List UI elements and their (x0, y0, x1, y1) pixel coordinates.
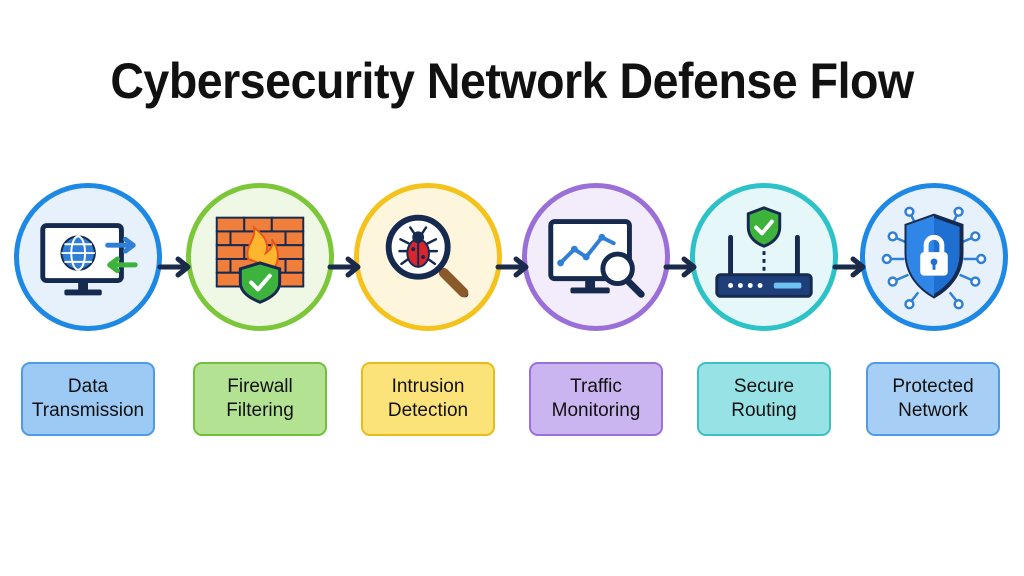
network-lock-shield-icon (881, 206, 987, 310)
step-label-secure-routing: Secure Routing (697, 362, 831, 436)
step-circle-protected-network (860, 183, 1008, 331)
flow-arrow-4 (663, 256, 697, 278)
flow-arrow-1 (157, 256, 191, 278)
router-shield-icon (715, 206, 813, 298)
bug-magnifier-icon (385, 214, 469, 298)
step-circle-intrusion-detection (354, 183, 502, 331)
step-circle-secure-routing (690, 183, 838, 331)
step-label-traffic-monitoring: Traffic Monitoring (529, 362, 663, 436)
step-label-intrusion-detection: Intrusion Detection (361, 362, 495, 436)
step-label-data-transmission: Data Transmission (21, 362, 155, 436)
flow-arrow-2 (327, 256, 361, 278)
flow-arrow-5 (832, 256, 866, 278)
monitor-globe-transfer-icon (40, 223, 138, 296)
step-circle-data-transmission (14, 183, 162, 331)
step-label-protected-network: Protected Network (866, 362, 1000, 436)
firewall-shield-icon (215, 216, 305, 304)
flow-arrow-3 (495, 256, 529, 278)
page-title: Cybersecurity Network Defense Flow (110, 53, 914, 109)
monitor-chart-magnifier-icon (548, 219, 645, 298)
step-circle-traffic-monitoring (522, 183, 670, 331)
step-circle-firewall-filtering (186, 183, 334, 331)
step-label-firewall-filtering: Firewall Filtering (193, 362, 327, 436)
